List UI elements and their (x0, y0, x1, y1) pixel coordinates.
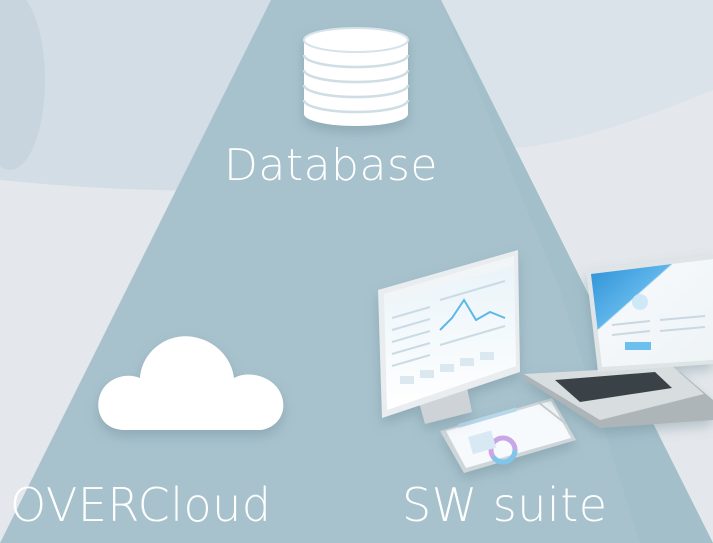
cloud-label: OVERCloud (10, 478, 272, 532)
software-suite-label: SW suite (402, 478, 608, 532)
monitor-device (378, 250, 520, 424)
laptop-device (520, 254, 713, 428)
database-icon (302, 27, 410, 126)
cloud-icon (98, 336, 284, 430)
tablet-device (440, 398, 576, 473)
background-blob-edge (0, 0, 45, 170)
database-label: Database (224, 140, 438, 191)
